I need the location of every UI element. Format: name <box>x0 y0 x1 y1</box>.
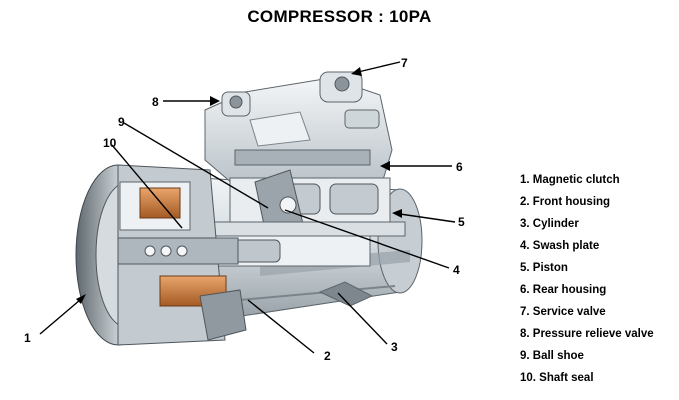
callout-9: 9 <box>118 115 125 129</box>
callout-7: 7 <box>401 56 408 70</box>
callout-10: 10 <box>103 136 117 150</box>
callout-5: 5 <box>458 215 465 229</box>
legend-item: 5. Piston <box>520 262 568 274</box>
rear-housing <box>204 71 393 191</box>
parts-legend: 1. Magnetic clutch 2. Front housing 3. C… <box>520 172 654 392</box>
legend-item: 10. Shaft seal <box>520 372 594 384</box>
legend-item: 7. Service valve <box>520 306 606 318</box>
legend-item: 2. Front housing <box>520 196 611 208</box>
callout-3: 3 <box>391 340 398 354</box>
legend-item: 3. Cylinder <box>520 218 579 230</box>
callout-8: 8 <box>152 95 159 109</box>
leader-lines <box>39 61 456 354</box>
callout-2: 2 <box>324 349 331 363</box>
legend-item: 1. Magnetic clutch <box>520 174 620 186</box>
callout-6: 6 <box>456 160 463 174</box>
legend-item: 4. Swash plate <box>520 240 600 252</box>
magnetic-clutch <box>75 164 247 346</box>
internal-mechanism <box>184 169 406 267</box>
legend-item: 8. Pressure relieve valve <box>520 328 654 340</box>
legend-item: 6. Rear housing <box>520 284 607 296</box>
callout-1: 1 <box>24 331 31 345</box>
callout-4: 4 <box>453 263 460 277</box>
legend-item: 9. Ball shoe <box>520 350 584 362</box>
diagram-title: COMPRESSOR : 10PA <box>247 7 432 26</box>
